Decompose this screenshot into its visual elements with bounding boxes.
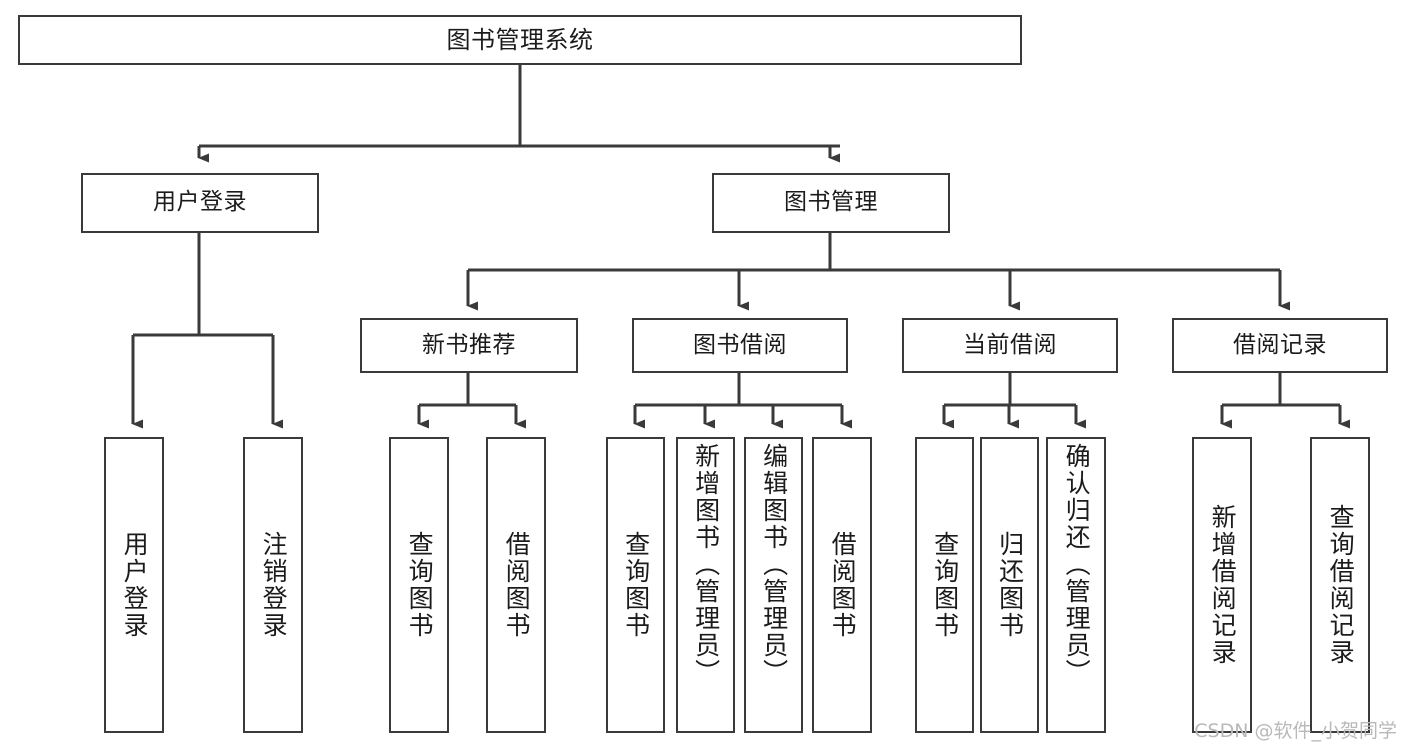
csdn-watermark: CSDN @软件_小贺同学 <box>1194 720 1397 742</box>
leaf-book-borrow-add[interactable]: 新增图书（管理员） <box>676 437 735 733</box>
leaf-current-borrow-return[interactable]: 归还图书 <box>980 437 1039 733</box>
node-new-book-recommend-label: 新书推荐 <box>422 331 516 358</box>
node-book-borrow[interactable]: 图书借阅 <box>632 318 848 373</box>
leaf-current-borrow-confirm-label: 确认归还（管理员） <box>1062 443 1092 686</box>
node-current-borrow-label: 当前借阅 <box>963 331 1057 358</box>
leaf-borrow-record-add-label: 新增借阅记录 <box>1208 504 1238 666</box>
leaf-book-borrow-add-label: 新增图书（管理员） <box>691 443 721 686</box>
node-book-management-label: 图书管理 <box>784 189 878 216</box>
node-user-login-label: 用户登录 <box>153 189 247 216</box>
leaf-user-login-signout-label: 注销登录 <box>259 531 289 639</box>
leaf-user-login-signin[interactable]: 用户登录 <box>104 437 164 733</box>
node-new-book-recommend[interactable]: 新书推荐 <box>360 318 578 373</box>
leaf-borrow-record-add[interactable]: 新增借阅记录 <box>1192 437 1252 733</box>
leaf-current-borrow-return-label: 归还图书 <box>995 531 1025 639</box>
leaf-new-book-borrow-label: 借阅图书 <box>502 531 532 639</box>
node-root-system-label: 图书管理系统 <box>446 25 594 54</box>
leaf-book-borrow-query-label: 查询图书 <box>621 531 651 639</box>
node-book-management[interactable]: 图书管理 <box>712 173 950 233</box>
leaf-current-borrow-query[interactable]: 查询图书 <box>915 437 974 733</box>
leaf-current-borrow-query-label: 查询图书 <box>930 531 960 639</box>
leaf-book-borrow-edit-label: 编辑图书（管理员） <box>759 443 789 686</box>
leaf-new-book-query-label: 查询图书 <box>405 531 435 639</box>
node-borrow-record[interactable]: 借阅记录 <box>1172 318 1388 373</box>
node-user-login[interactable]: 用户登录 <box>81 173 319 233</box>
leaf-book-borrow-edit[interactable]: 编辑图书（管理员） <box>744 437 803 733</box>
leaf-new-book-borrow[interactable]: 借阅图书 <box>486 437 546 733</box>
leaf-book-borrow-borrow[interactable]: 借阅图书 <box>812 437 872 733</box>
leaf-borrow-record-query[interactable]: 查询借阅记录 <box>1310 437 1370 733</box>
node-current-borrow[interactable]: 当前借阅 <box>902 318 1118 373</box>
leaf-user-login-signin-label: 用户登录 <box>120 531 150 639</box>
node-root-system[interactable]: 图书管理系统 <box>18 15 1022 65</box>
leaf-user-login-signout[interactable]: 注销登录 <box>243 437 303 733</box>
leaf-borrow-record-query-label: 查询借阅记录 <box>1326 504 1356 666</box>
node-borrow-record-label: 借阅记录 <box>1233 331 1327 358</box>
leaf-book-borrow-borrow-label: 借阅图书 <box>828 531 858 639</box>
leaf-book-borrow-query[interactable]: 查询图书 <box>606 437 665 733</box>
node-book-borrow-label: 图书借阅 <box>693 331 787 358</box>
leaf-current-borrow-confirm[interactable]: 确认归还（管理员） <box>1046 437 1106 733</box>
leaf-new-book-query[interactable]: 查询图书 <box>389 437 449 733</box>
